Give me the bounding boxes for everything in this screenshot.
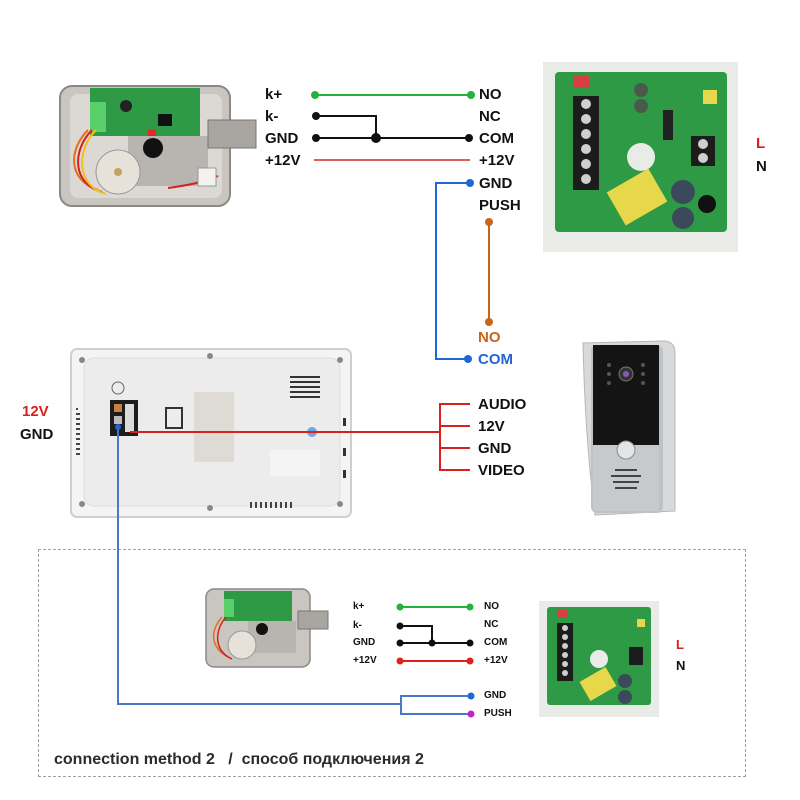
wire-node (485, 318, 493, 326)
wire-node (467, 91, 475, 99)
lock-label-gnd: GND (265, 130, 299, 147)
wire-junction (371, 133, 381, 143)
mains-label-l: L (756, 135, 766, 152)
psu-label-com: COM (479, 130, 514, 147)
m2-psu-label-gnd: GND (484, 690, 507, 701)
bus-label-12v: 12V (478, 418, 505, 435)
wire-node (467, 710, 475, 718)
power-supply-image (543, 62, 738, 252)
power-supply-image-small (539, 601, 659, 717)
m2-lock-label-kminus: k- (353, 620, 362, 631)
monitor-label-gnd: GND (20, 426, 54, 443)
wire-monitor-exit (117, 427, 401, 705)
wire-node (466, 179, 474, 187)
bus-label-video: VIDEO (478, 462, 525, 479)
wire-gnd-com-blue (435, 182, 470, 360)
m2-lock-label-12v: +12V (353, 655, 377, 666)
wire-node (464, 355, 472, 363)
m2-lock-label-gnd: GND (353, 637, 376, 648)
lock-label-kminus: k- (265, 108, 279, 125)
electric-lock-image-small (204, 585, 330, 670)
lock-label-12v: +12V (265, 152, 301, 169)
method-2-caption: connection method 2 / способ подключения… (54, 751, 424, 768)
mains-label-n: N (756, 158, 767, 175)
connection-method-2-box (38, 549, 746, 777)
psu-label-push: PUSH (479, 197, 521, 214)
psu-label-no: NO (479, 86, 502, 103)
electric-lock-image (58, 80, 263, 210)
wire-node (485, 218, 493, 226)
psu-label-nc: NC (479, 108, 501, 125)
m2-psu-label-push: PUSH (484, 708, 512, 719)
wire-node (465, 134, 473, 142)
wire-kminus (316, 115, 377, 138)
wire-node (312, 134, 320, 142)
m2-psu-label-nc: NC (484, 619, 499, 630)
m2-mains-label-n: N (676, 658, 686, 673)
wire-bus-branch (439, 403, 470, 471)
wire-node (312, 112, 320, 120)
psu-label-gnd: GND (479, 175, 513, 192)
m2-psu-label-no: NO (484, 601, 499, 612)
m2-psu-label-com: COM (484, 637, 508, 648)
door-station-image (577, 337, 679, 519)
wire-node (467, 692, 475, 700)
exit-label-com: COM (478, 351, 513, 368)
m2-lock-label-kplus: k+ (353, 601, 365, 612)
monitor-label-12v: 12V (22, 403, 49, 420)
lock-label-kplus: k+ (265, 86, 283, 103)
bus-label-audio: AUDIO (478, 396, 527, 413)
exit-label-no: NO (478, 329, 501, 346)
psu-label-12v: +12V (479, 152, 515, 169)
bus-label-gnd: GND (478, 440, 512, 457)
m2-psu-label-12v: +12V (484, 655, 508, 666)
m2-mains-label-l: L (676, 637, 684, 652)
wire-node (311, 91, 319, 99)
